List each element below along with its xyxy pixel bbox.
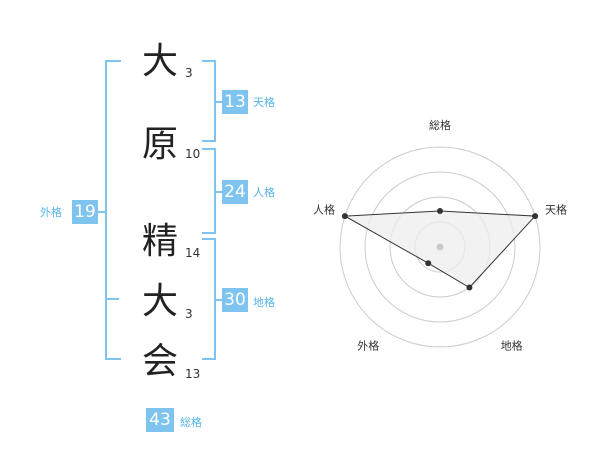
tenkaku-connector (214, 101, 222, 103)
radar-point-4 (425, 260, 432, 267)
radar-ring-4 (339, 146, 541, 348)
radar-point-3 (466, 284, 473, 291)
radar-axis-label-4: 外格 (357, 339, 379, 353)
stroke-count-1: 3 (185, 66, 193, 80)
gaikaku-label: 外格 (40, 206, 62, 219)
radar-axis-label-2: 天格 (545, 202, 567, 216)
radar-axis-label-1: 総格 (429, 118, 451, 132)
stroke-count-2: 10 (185, 147, 201, 161)
radar-point-2 (532, 213, 539, 220)
gaikaku-bracket-divider (105, 298, 119, 300)
chikaku-connector (214, 299, 222, 301)
radar-center-point (436, 243, 444, 251)
name-char-1: 大 (141, 41, 178, 82)
soukaku-label: 総格 (180, 416, 202, 429)
radar-axis-label-3: 地格 (501, 339, 523, 353)
name-char-4: 大 (141, 281, 178, 322)
stroke-count-4: 3 (185, 307, 193, 321)
gaikaku-bracket (105, 60, 121, 360)
jinkaku-label: 人格 (253, 186, 275, 199)
radar-axis-label-5: 人格 (313, 202, 335, 216)
chikaku-label: 地格 (253, 296, 275, 309)
radar-point-1 (437, 208, 443, 214)
radar-point-5 (341, 213, 348, 220)
jinkaku-connector (214, 191, 222, 193)
gaikaku-connector (93, 211, 105, 213)
gaikaku-value: 19 (72, 200, 98, 224)
radar-ring-3 (364, 171, 516, 323)
tenkaku-value: 13 (222, 90, 248, 114)
stroke-count-3: 14 (185, 246, 201, 260)
stroke-count-5: 13 (185, 367, 201, 381)
name-char-3: 精 (141, 221, 178, 262)
chikaku-value: 30 (222, 288, 248, 312)
soukaku-value: 43 (146, 408, 174, 432)
tenkaku-label: 天格 (253, 96, 275, 109)
name-char-5: 会 (141, 341, 178, 382)
jinkaku-value: 24 (222, 180, 248, 204)
name-char-2: 原 (141, 124, 178, 165)
